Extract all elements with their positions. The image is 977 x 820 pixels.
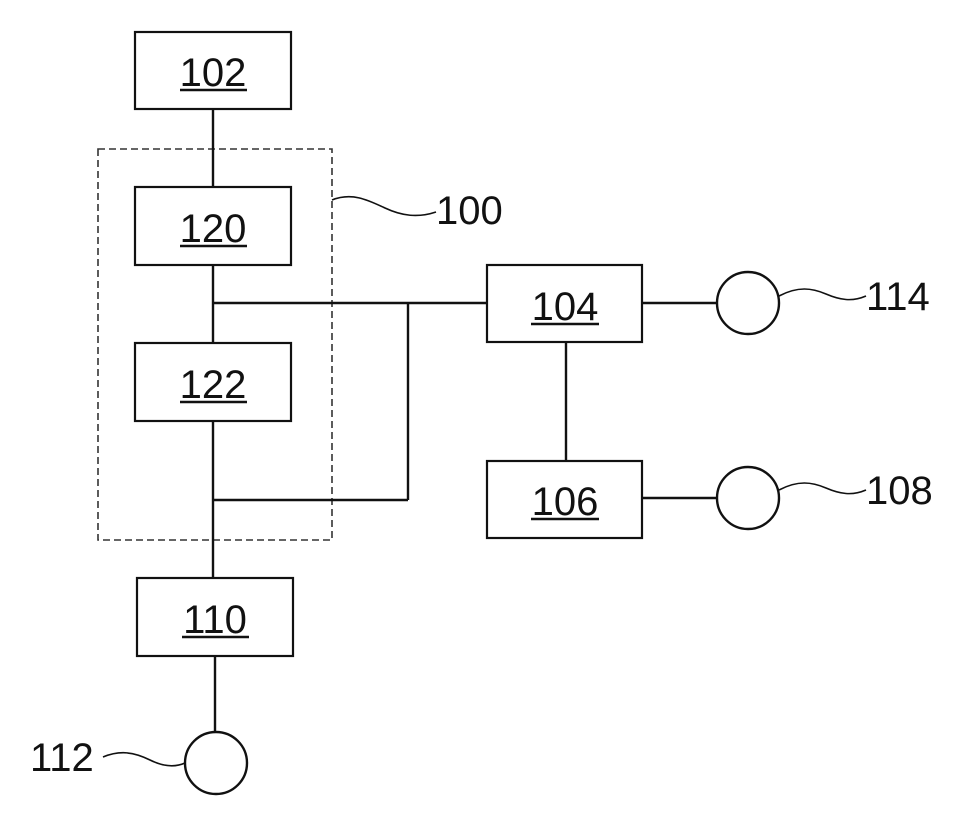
leader-112 bbox=[103, 753, 185, 766]
ref-100: 100 bbox=[436, 189, 503, 233]
node-108 bbox=[717, 467, 779, 529]
ref-108: 108 bbox=[866, 469, 933, 513]
ref-114: 114 bbox=[866, 275, 930, 319]
box-122-label: 122 bbox=[180, 363, 247, 407]
ref-112: 112 bbox=[30, 736, 94, 780]
leader-100 bbox=[332, 197, 436, 216]
box-110-label: 110 bbox=[183, 598, 247, 642]
box-102-label: 102 bbox=[180, 51, 247, 95]
node-114 bbox=[717, 272, 779, 334]
leader-114 bbox=[779, 289, 866, 300]
box-106-label: 106 bbox=[532, 480, 599, 524]
leader-108 bbox=[779, 483, 866, 494]
box-120-label: 120 bbox=[180, 207, 247, 251]
node-112 bbox=[185, 732, 247, 794]
box-104-label: 104 bbox=[532, 285, 599, 329]
